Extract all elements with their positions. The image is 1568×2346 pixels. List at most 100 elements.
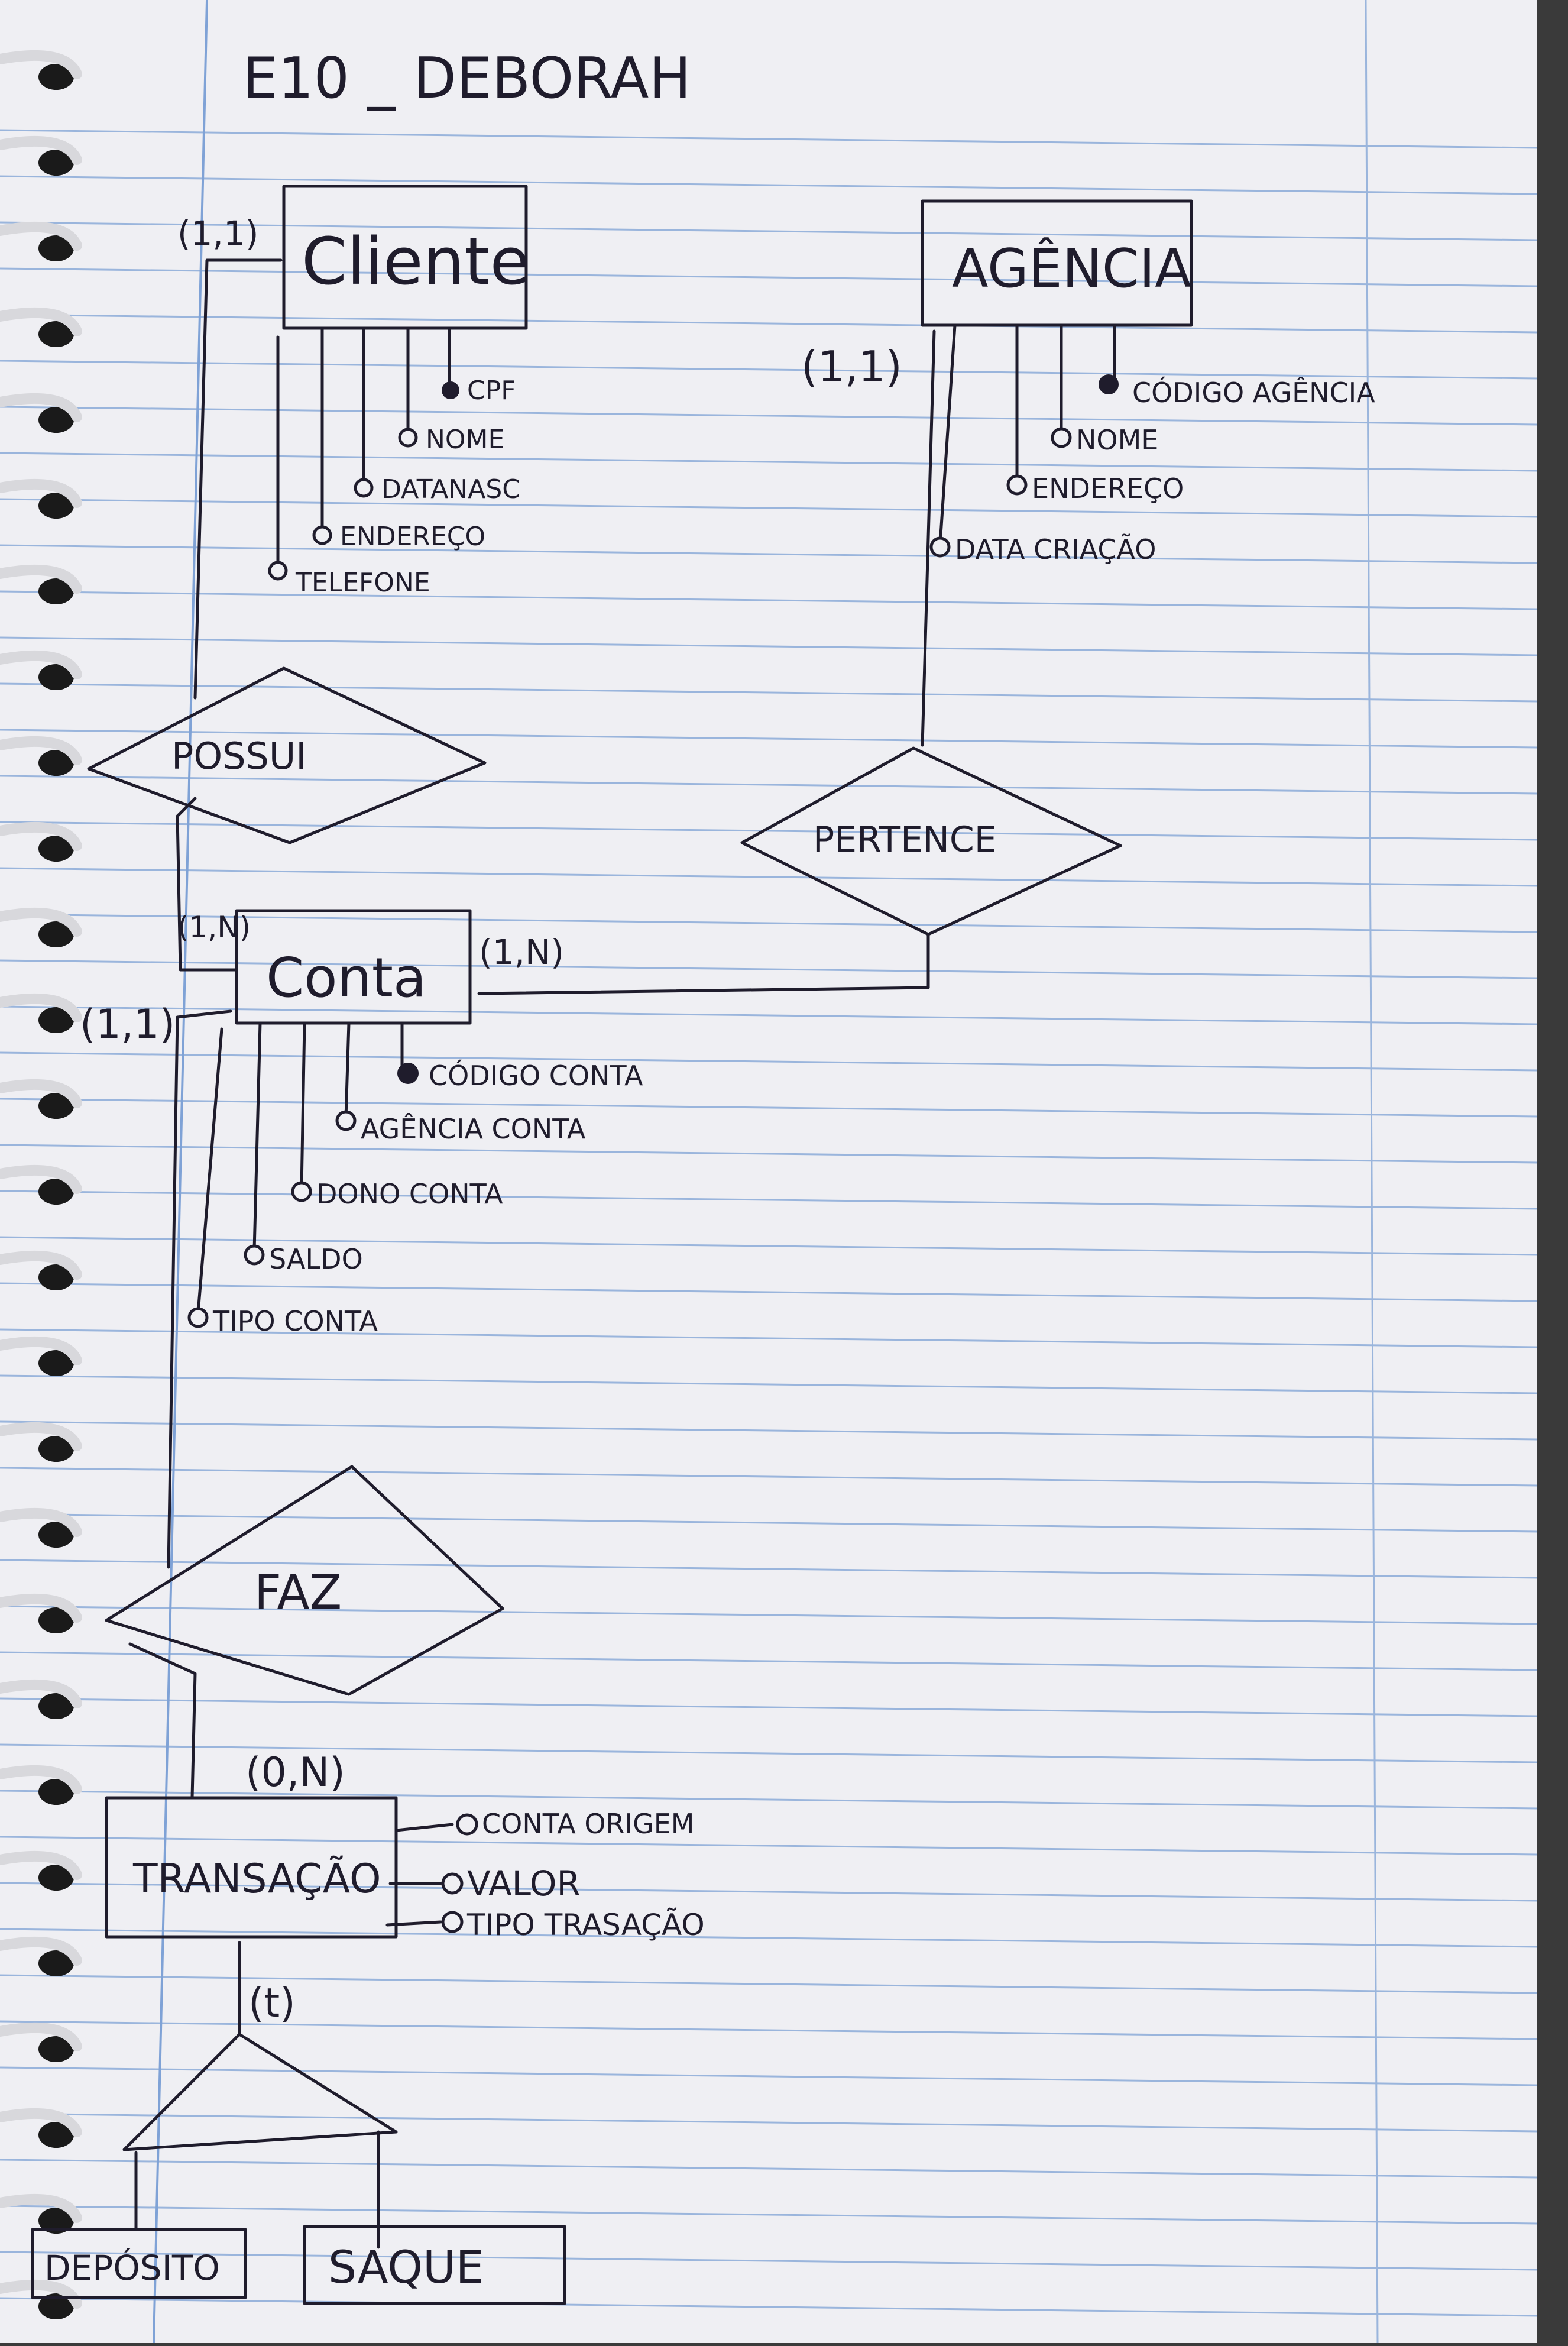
rule-line — [0, 2020, 1538, 2040]
rule-line — [0, 313, 1538, 334]
spiral-hole — [38, 2293, 74, 2319]
rule-line — [0, 2159, 1538, 2179]
spiral-ring — [0, 564, 82, 594]
attribute-label: ENDEREÇO — [1032, 473, 1184, 504]
attribute-label: DATA CRIAÇÃO — [955, 533, 1156, 565]
spiral-ring — [0, 1765, 82, 1794]
attribute-label: CPF — [467, 376, 516, 406]
rule-line — [0, 821, 1538, 841]
rule-line — [0, 452, 1538, 472]
entity-label: AGÊNCIA — [952, 237, 1191, 300]
cardinality-label: (1,1) — [80, 1001, 175, 1048]
rule-line — [0, 729, 1538, 749]
rule-line — [0, 1559, 1538, 1579]
spiral-hole — [38, 321, 74, 347]
spiral-hole — [38, 1865, 74, 1891]
entity-label: Cliente — [302, 224, 530, 299]
rule-line — [0, 221, 1538, 241]
spiral-ring — [0, 821, 82, 851]
spiral-hole — [38, 1093, 74, 1119]
rule-line — [0, 2112, 1538, 2133]
rule-line — [0, 406, 1538, 426]
spiral-hole — [38, 578, 74, 604]
rule-line — [0, 544, 1538, 564]
spiral-ring — [0, 1507, 82, 1537]
entity-cliente — [282, 185, 528, 330]
spiral-hole — [38, 664, 74, 690]
spiral-ring — [0, 993, 82, 1022]
rule-line — [0, 1743, 1538, 1763]
rule-line — [0, 175, 1538, 195]
attribute-label: ENDEREÇO — [340, 522, 485, 552]
rule-line — [0, 913, 1538, 933]
spiral-hole — [38, 1436, 74, 1462]
rule-line — [0, 1098, 1538, 1118]
spiral-binding — [0, 50, 82, 2319]
rule-line — [0, 1836, 1538, 1856]
spiral-hole — [38, 1950, 74, 1976]
relationship-pertence — [740, 746, 1122, 936]
spiral-hole — [38, 750, 74, 776]
spiral-hole — [38, 1779, 74, 1805]
rule-line — [0, 2205, 1538, 2225]
attribute-marker — [456, 1813, 478, 1836]
key-attribute-marker — [442, 381, 459, 399]
spiral-hole — [38, 1264, 74, 1290]
specialization-triangle — [122, 2033, 398, 2151]
spiral-hole — [38, 836, 74, 862]
attribute-marker — [1051, 427, 1072, 448]
spiral-hole — [38, 64, 74, 90]
spiral-hole — [38, 235, 74, 261]
attribute-label: VALOR — [467, 1863, 581, 1904]
margin-line — [153, 0, 208, 2344]
attribute-label: CONTA ORIGEM — [482, 1808, 695, 1840]
spiral-hole — [38, 1693, 74, 1719]
spiral-ring — [0, 2108, 82, 2137]
spiral-hole — [38, 2122, 74, 2148]
relationship-label: PERTENCE — [813, 819, 997, 860]
spiral-ring — [0, 393, 82, 422]
attribute-label: DONO CONTA — [316, 1178, 503, 1210]
rule-line — [0, 1005, 1538, 1025]
attribute-label: TIPO TRASAÇÃO — [466, 1908, 705, 1942]
attribute-label: NOME — [426, 425, 504, 455]
entity-label: SAQUE — [328, 2241, 484, 2293]
rule-line — [0, 1882, 1538, 1902]
spiral-hole — [38, 2208, 74, 2234]
rule-line — [0, 498, 1538, 518]
rule-line — [0, 1790, 1538, 1810]
rule-line — [0, 1651, 1538, 1671]
rule-line — [0, 2251, 1538, 2271]
relationship-faz — [105, 1465, 504, 1696]
cardinality-label: (0,N) — [245, 1749, 345, 1796]
rule-line — [0, 1974, 1538, 1994]
spiral-ring — [0, 650, 82, 679]
spiral-ring — [0, 1679, 82, 1708]
ruled-lines — [0, 129, 1538, 2317]
attribute-marker — [335, 1110, 357, 1131]
attribute-marker — [312, 525, 332, 545]
spiral-ring — [0, 2193, 82, 2223]
spiral-ring — [0, 307, 82, 336]
spiral-ring — [0, 135, 82, 165]
spiral-ring — [0, 2022, 82, 2051]
spiral-hole — [38, 921, 74, 947]
rule-line — [0, 636, 1538, 656]
attribute-label: DATANASC — [381, 474, 520, 504]
attribute-marker — [398, 428, 418, 448]
rule-line — [0, 867, 1538, 887]
spiral-ring — [0, 1593, 82, 1623]
spiral-ring — [0, 50, 82, 79]
spiral-hole — [38, 1179, 74, 1205]
spiral-ring — [0, 1422, 82, 1451]
rule-line — [0, 775, 1538, 795]
rule-line — [0, 590, 1538, 610]
attribute-marker — [441, 1911, 464, 1933]
spiral-ring — [0, 478, 82, 508]
paper-sheet — [0, 0, 1537, 2343]
rule-line — [0, 1467, 1538, 1487]
rule-line — [0, 1697, 1538, 1717]
spiral-hole — [38, 1007, 74, 1033]
attribute-label: NOME — [1076, 424, 1158, 456]
